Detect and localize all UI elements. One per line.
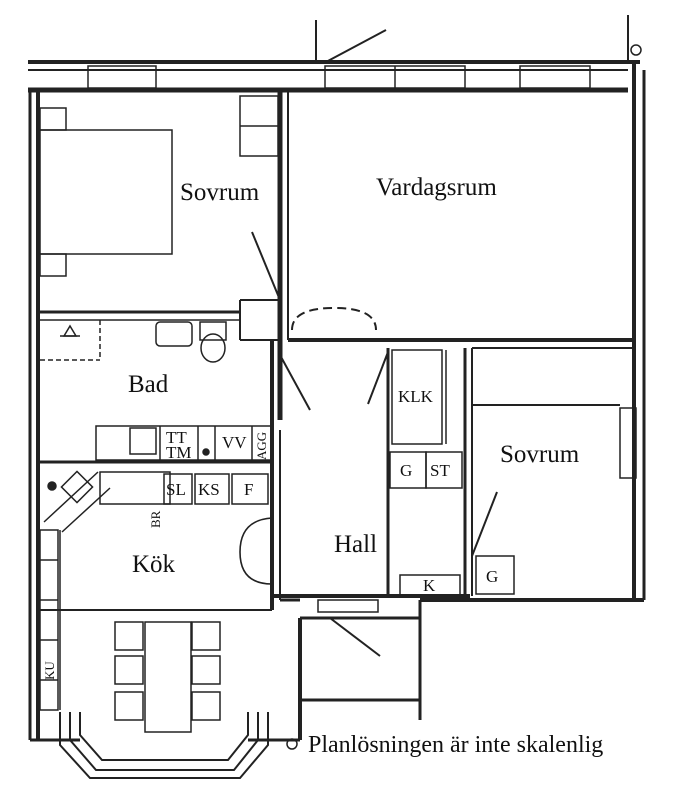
fixture-label-g-hall: G: [400, 461, 412, 480]
dining-table: [114, 621, 221, 733]
caption-bullet-icon: [286, 738, 298, 750]
fixture-label-sl: SL: [166, 480, 186, 499]
room-label-kok: Kök: [132, 551, 176, 578]
plan-caption: Planlösningen är inte skalenlig: [308, 732, 603, 758]
fixture-label-st: ST: [430, 461, 450, 480]
windows: [87, 65, 637, 479]
fixture-label-tt: TT: [166, 428, 187, 447]
hall-closets: [389, 349, 515, 596]
interior-walls: [38, 90, 634, 620]
fixture-label-agg: AGG: [254, 432, 269, 460]
outer-walls: [28, 60, 646, 742]
fixture-label-klk: KLK: [398, 387, 434, 406]
fixture-label-tm: TM: [166, 443, 192, 462]
bay-window: [59, 712, 269, 779]
bathroom-fixtures: [40, 320, 273, 461]
fixture-label-br: BR: [148, 510, 163, 528]
fixture-label-ks: KS: [198, 480, 220, 499]
bedroom-furniture: [39, 95, 279, 277]
fixture-label-vv: VV: [222, 433, 247, 452]
balcony: [315, 15, 642, 63]
fixture-label-ku: KU: [42, 661, 57, 680]
fixture-label-f: F: [244, 480, 253, 499]
room-label-sovrum-1: Sovrum: [180, 179, 260, 206]
room-label-vardagsrum: Vardagsrum: [376, 174, 497, 201]
kitchen-counters: [39, 470, 269, 711]
room-label-bad: Bad: [128, 371, 169, 398]
fixture-label-k-hall: K: [423, 576, 436, 595]
fixture-label-g-sovrum: G: [486, 567, 498, 586]
doors: [239, 231, 498, 657]
room-label-sovrum-2: Sovrum: [500, 441, 580, 468]
room-label-hall: Hall: [334, 531, 377, 558]
